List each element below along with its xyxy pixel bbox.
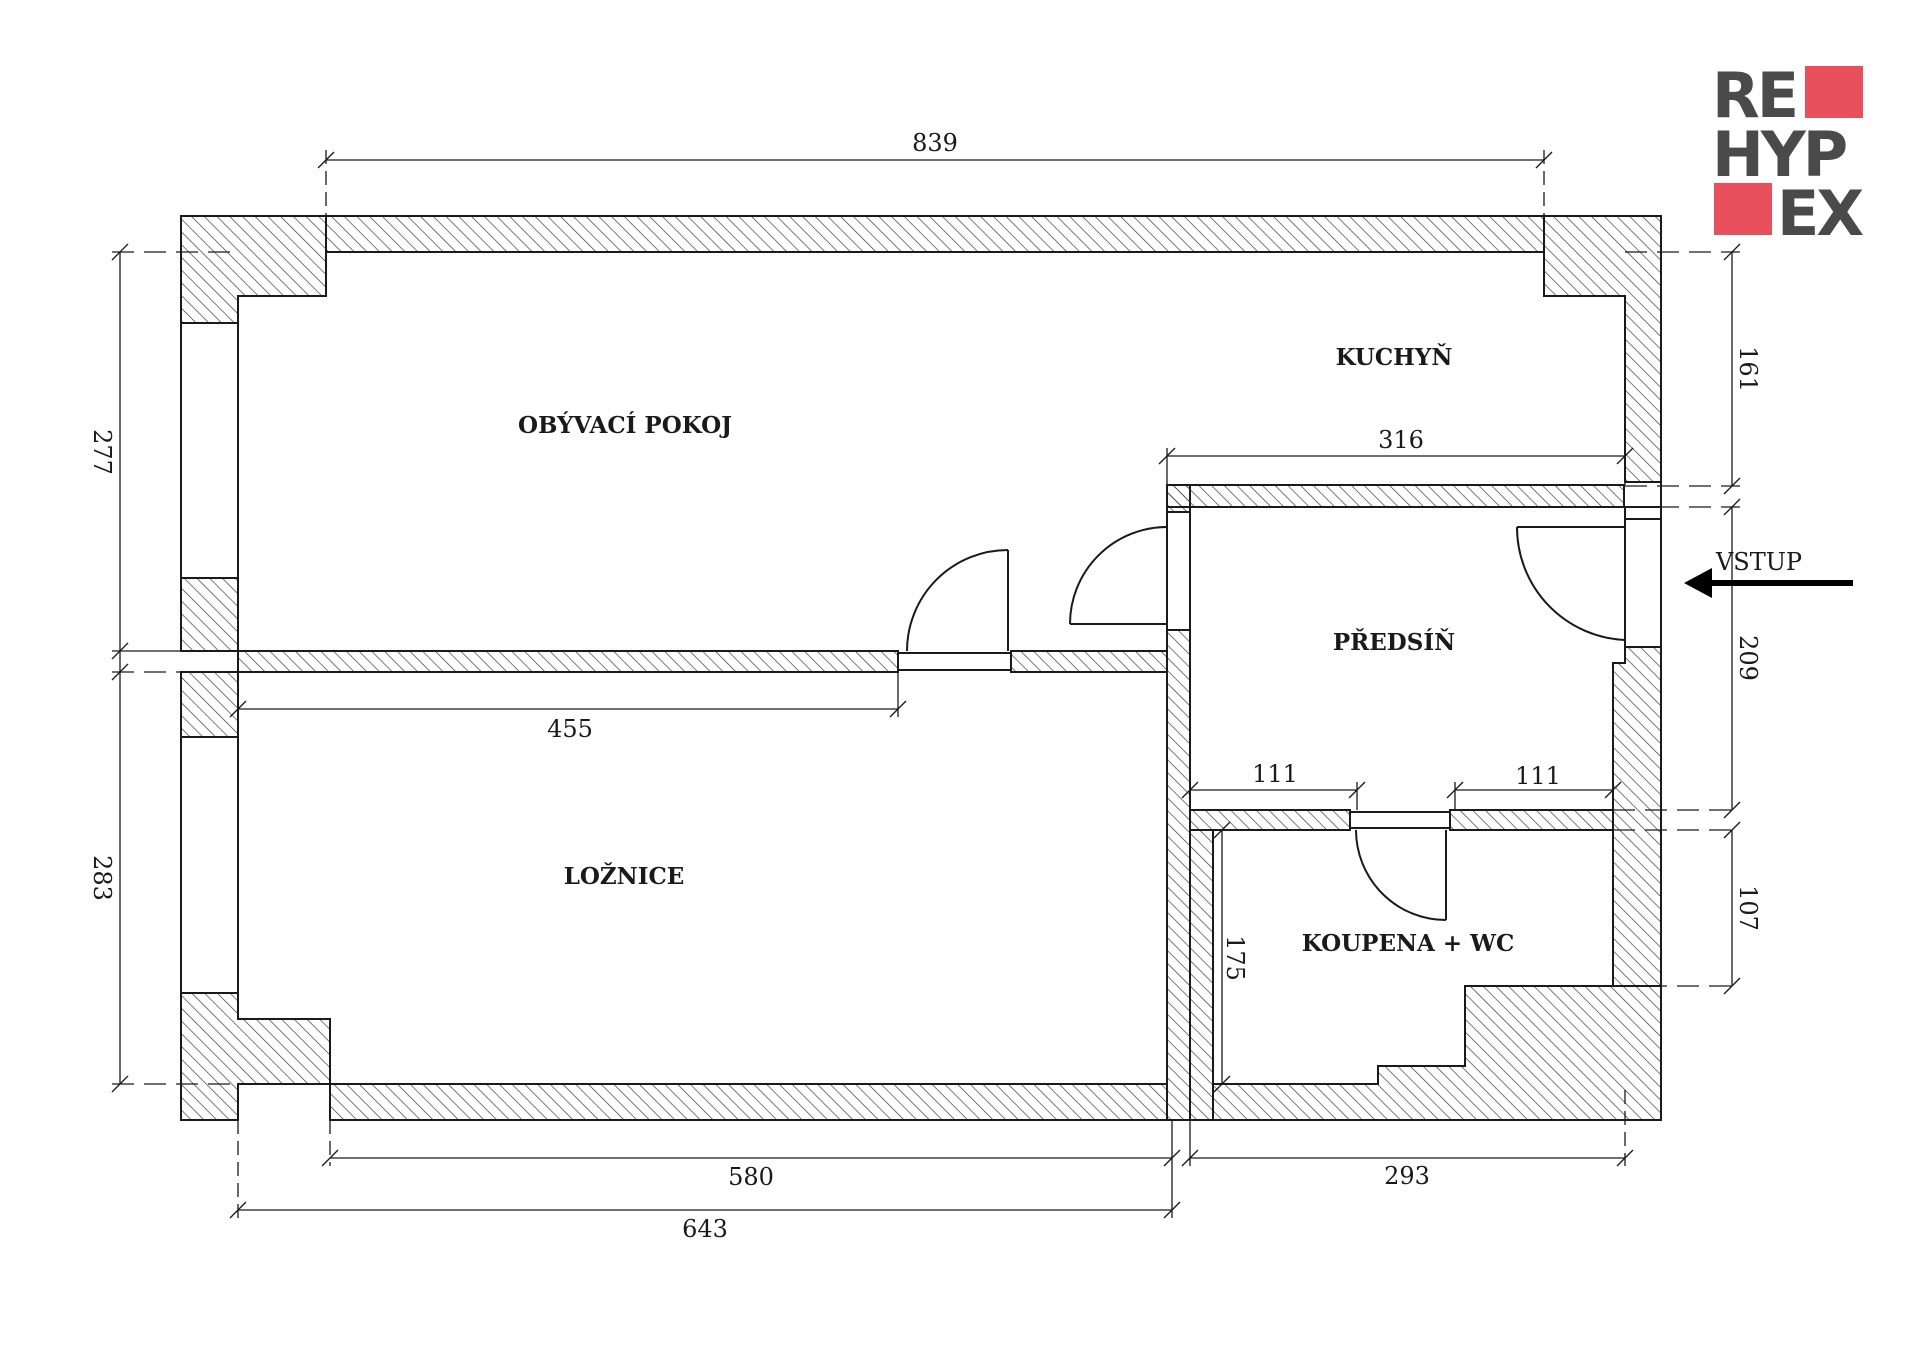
dim-living-door: 455 xyxy=(547,715,593,743)
logo-accent-top xyxy=(1805,66,1863,118)
dimension-lines xyxy=(111,150,1741,1219)
dim-hall-top: 316 xyxy=(1378,426,1424,454)
entrance-label: VSTUP xyxy=(1715,548,1802,576)
wall-corner-top-right xyxy=(1543,215,1662,483)
wall-bath-left xyxy=(1189,829,1214,1121)
logo-accent-bottom xyxy=(1714,183,1772,235)
wall-bath-shaft xyxy=(1212,985,1662,1121)
arrow-left-icon xyxy=(1684,568,1712,598)
dim-right-hall: 209 xyxy=(1734,635,1762,681)
door-living-arc xyxy=(906,549,1009,652)
wall-left-pier-2 xyxy=(180,671,239,738)
dim-right-bath: 107 xyxy=(1734,885,1762,931)
dim-bath-height: 175 xyxy=(1221,935,1249,981)
entrance-marker: VSTUP xyxy=(1684,548,1853,598)
wall-partition-hall-bath-a xyxy=(1189,809,1351,831)
walls xyxy=(180,215,1662,1121)
room-label-bathroom: KOUPENA + WC xyxy=(1302,930,1515,957)
wall-partition-kitchen-hall xyxy=(1166,484,1625,508)
room-label-bedroom: LOŽNICE xyxy=(564,863,685,890)
dim-bottom-bedroom: 580 xyxy=(728,1163,774,1191)
dim-bottom-bath: 293 xyxy=(1384,1162,1430,1190)
wall-corner-bottom-left xyxy=(180,992,331,1121)
wall-partition-hall-bath-b xyxy=(1449,809,1614,831)
dim-bottom-full: 643 xyxy=(682,1215,728,1243)
wall-left-pier-1 xyxy=(180,577,239,652)
door-entrance-arc xyxy=(1515,526,1626,641)
wall-hall-right xyxy=(1612,646,1662,987)
logo-text-line-3: EX xyxy=(1777,177,1863,250)
room-label-kitchen: KUCHYŇ xyxy=(1336,344,1453,371)
room-label-hallway: PŘEDSÍŇ xyxy=(1333,629,1455,656)
wall-bottom-bedroom xyxy=(329,1083,1168,1121)
dim-right-kitchen: 161 xyxy=(1734,346,1762,392)
dim-left-upper: 277 xyxy=(88,429,116,475)
logo-text-line-2: HYP xyxy=(1712,118,1846,191)
room-label-living: OBÝVACÍ POKOJ xyxy=(518,412,732,439)
dim-hall-right: 111 xyxy=(1515,762,1561,790)
wall-corner-top-left xyxy=(180,215,327,324)
door-bath-arc xyxy=(1355,829,1447,921)
logo-text-line-1: RE xyxy=(1712,59,1796,132)
wall-partition-living-bedroom-b xyxy=(1010,650,1168,673)
dim-hall-left: 111 xyxy=(1252,760,1298,788)
dim-left-lower: 283 xyxy=(88,855,116,901)
wall-top xyxy=(325,215,1545,253)
dim-top-width: 839 xyxy=(912,129,958,157)
wall-partition-vertical-lower xyxy=(1166,629,1191,1121)
rehypex-logo: RE HYP EX xyxy=(1712,59,1866,250)
wall-partition-living-bedroom-a xyxy=(237,650,899,673)
doors xyxy=(906,526,1626,921)
door-kitchen-arc xyxy=(1069,526,1168,625)
